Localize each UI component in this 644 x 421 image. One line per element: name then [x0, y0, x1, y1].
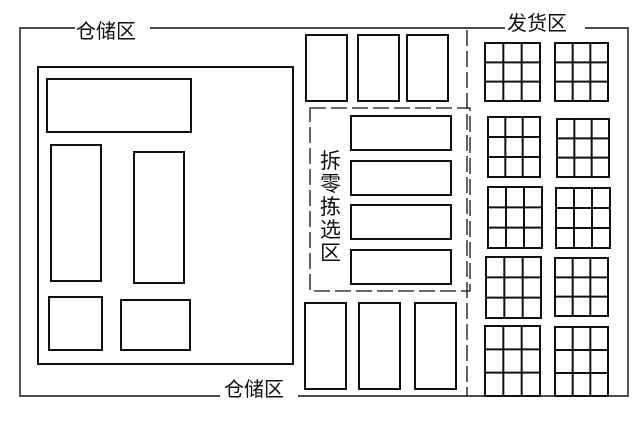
shipping-grid-7	[485, 256, 542, 319]
picking-zone-label-char-4: 选	[320, 218, 341, 242]
shipping-grid-8	[554, 257, 609, 317]
picking-zone-label-char-3: 拣	[320, 195, 341, 219]
storage-zone-label-bottom: 仓储区	[224, 377, 284, 401]
storage-racks-bottom	[304, 302, 457, 390]
shipping-grid-9	[484, 325, 541, 397]
outer-boundary	[19, 27, 629, 397]
picking-zone-label-char-1: 拆	[320, 149, 341, 173]
shipping-grid-6	[555, 187, 611, 249]
shipping-grid-5	[487, 186, 543, 249]
storage-racks-top	[305, 34, 449, 102]
shipping-grid-1	[484, 42, 541, 102]
shipping-grid-2	[554, 42, 609, 102]
shipping-zone-label: 发货区	[507, 11, 567, 35]
shipping-grid-10	[554, 326, 609, 397]
storage-block-left	[37, 66, 294, 365]
picking-zone: 拆 零 拣 选 区	[309, 107, 471, 292]
shipping-grid-3	[487, 116, 541, 178]
shipping-grid-4	[556, 118, 610, 178]
shipping-grid-group	[484, 42, 611, 397]
storage-zone-label-top: 仓储区	[76, 19, 136, 43]
picking-zone-label-char-5: 区	[320, 241, 341, 265]
picking-zone-label-char-2: 零	[320, 172, 341, 196]
